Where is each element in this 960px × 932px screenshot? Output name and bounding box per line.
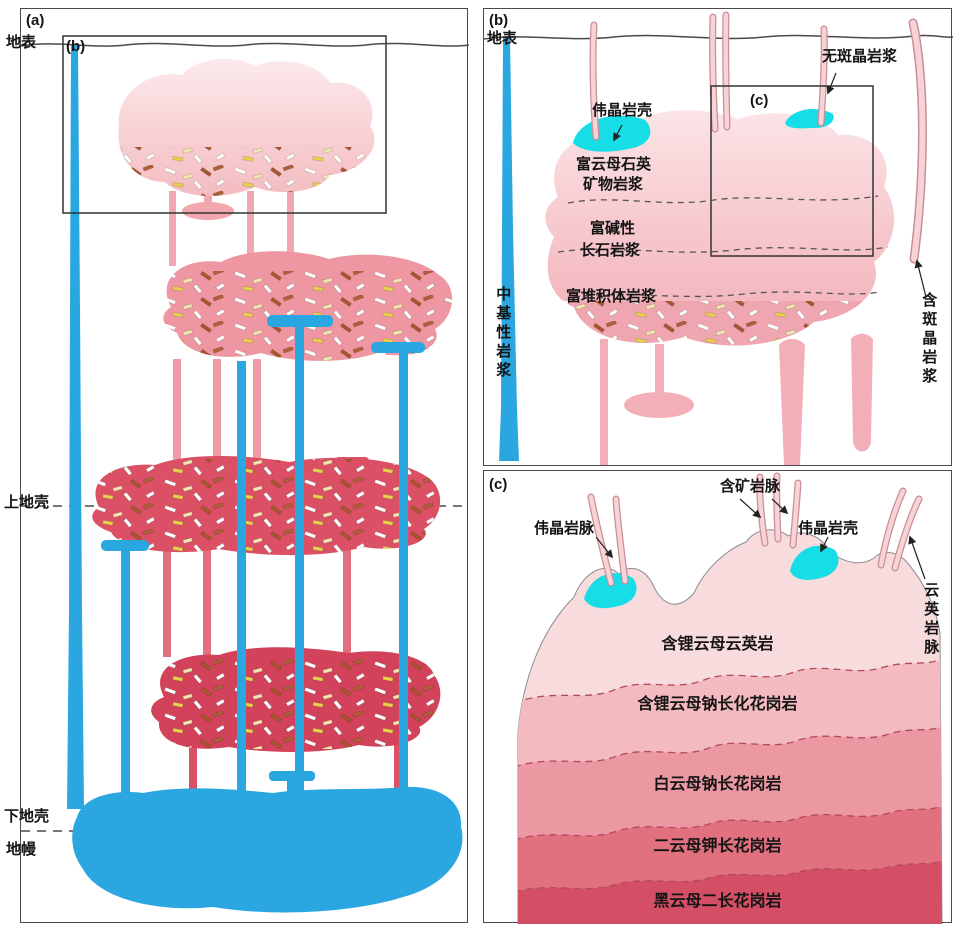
surface-line-a: [21, 42, 469, 47]
crystal-band-3: [92, 459, 441, 554]
lower-crust-label: 下地壳: [4, 808, 50, 825]
leader-lines-c: [595, 498, 926, 580]
panel-a: [20, 8, 469, 923]
inset-box-b: [62, 35, 387, 214]
panel-b-drawing: [484, 11, 953, 465]
feeder-dikes-deep: [189, 739, 401, 824]
mafic-dike-left: [67, 45, 84, 809]
inset-box-c: [710, 85, 874, 257]
surface-label-a: 地表: [6, 34, 37, 51]
panel-b-inset-tag: (c): [750, 92, 769, 109]
layer-label-muscovite-albite-granite: 白云母钠长花岗岩: [653, 776, 782, 793]
cumulate-magma-label: 富堆积体岩浆: [566, 288, 657, 305]
layer-boundaries: [518, 656, 942, 893]
layer-label-two-mica-kfeldspar-granite: 二云母钾长花岗岩: [653, 838, 782, 855]
pegmatite-shell-cap-right: [785, 108, 834, 129]
panel-b: [483, 8, 953, 466]
crystal-band-4: [151, 657, 439, 749]
mantle-label: 地幔: [6, 841, 37, 858]
panel-a-drawing: [21, 35, 469, 913]
panel-b-tag: (b): [489, 12, 509, 29]
granite-layers: [518, 656, 942, 924]
leader-lines-b: [613, 72, 927, 298]
panel-c-drawing: [517, 472, 943, 924]
alkali-feldspar-label-2: 长石岩浆: [580, 242, 641, 259]
mafic-dike-b: [499, 38, 519, 461]
aphyric-magma-label: 无斑晶岩浆: [822, 48, 898, 65]
surface-line-b: [484, 34, 953, 40]
aphyric-dikes: [589, 11, 927, 264]
mica-quartz-label-2: 矿物岩浆: [583, 176, 644, 193]
feeder-dikes-upper: [169, 191, 294, 266]
porphyritic-magma-label: 含斑晶岩浆: [920, 292, 938, 387]
panel-c-tag: (c): [489, 476, 508, 493]
layer-biotite-granite: [518, 859, 942, 924]
chamber-feeders-b: [600, 333, 873, 465]
apical-veins: [587, 472, 923, 587]
layer-label-lepidolite-greisen: 含锂云母云英岩: [661, 636, 774, 653]
mantle-mafic-reservoir: [72, 786, 463, 913]
upper-crust-label: 上地壳: [4, 494, 50, 511]
alkali-feldspar-label-1: 富碱性: [590, 220, 636, 237]
zoned-magma-chamber: [545, 110, 895, 346]
greisen-vein-label: 云英岩脉: [922, 582, 940, 658]
panel-a-inset-tag: (b): [66, 38, 86, 55]
layer-label-lepidolite-albite-granite: 含锂云母钠长化花岗岩: [637, 696, 798, 713]
pegmatite-shell-label-c: 伟晶岩壳: [798, 520, 859, 537]
zone-boundaries: [557, 195, 889, 298]
ore-vein-label: 含矿岩脉: [720, 478, 781, 495]
panel-c: [483, 470, 952, 924]
panel-a-tag: (a): [26, 12, 45, 29]
layer-label-biotite-monzogranite: 黑云母二长花岗岩: [653, 893, 782, 910]
pegmatite-shell-label-b: 伟晶岩壳: [592, 102, 653, 119]
mafic-magma-system: [67, 45, 463, 913]
feeder-dikes-mid: [173, 359, 261, 469]
feeder-dikes-lower: [163, 547, 351, 657]
pegmatite-vein-label: 伟晶岩脉: [534, 520, 595, 537]
mica-quartz-label-1: 富云母石英: [576, 156, 652, 173]
surface-label-b: 地表: [487, 30, 518, 47]
pegmatite-shell-cap-c-right: [790, 545, 839, 580]
cumulate-band: [562, 301, 887, 346]
intermediate-mafic-magma-label: 中基性岩浆: [494, 286, 512, 381]
